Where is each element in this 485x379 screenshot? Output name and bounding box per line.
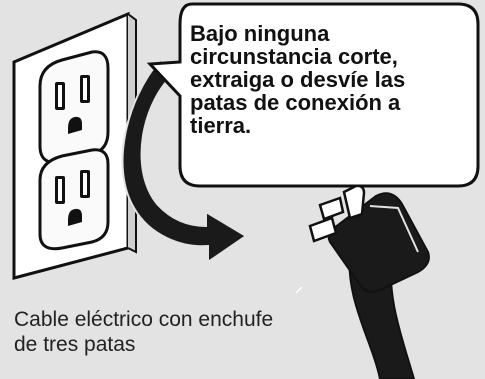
curved-arrow-icon xyxy=(121,58,248,264)
speech-bubble-icon xyxy=(146,2,480,188)
wall-outlet-icon xyxy=(12,11,137,280)
warning-line-2: circunstancia corte, xyxy=(190,44,398,69)
caption-line-1: Cable eléctrico con enchufe xyxy=(14,308,274,331)
caption-line-2: de tres patas xyxy=(14,333,136,356)
plug-caption: Cable eléctrico con enchufe de tres pata… xyxy=(14,307,273,357)
warning-line-3: extraiga o desvíe las xyxy=(190,67,406,92)
lower-receptacle-icon xyxy=(38,148,110,251)
warning-line-1: Bajo ninguna xyxy=(190,21,330,46)
three-prong-plug-icon xyxy=(295,184,430,379)
upper-receptacle-icon xyxy=(38,50,110,165)
warning-line-5: tierra. xyxy=(190,113,252,138)
warning-line-4: patas de conexión a xyxy=(190,90,401,115)
warning-callout-text: Bajo ninguna circunstancia corte, extrai… xyxy=(190,22,470,137)
